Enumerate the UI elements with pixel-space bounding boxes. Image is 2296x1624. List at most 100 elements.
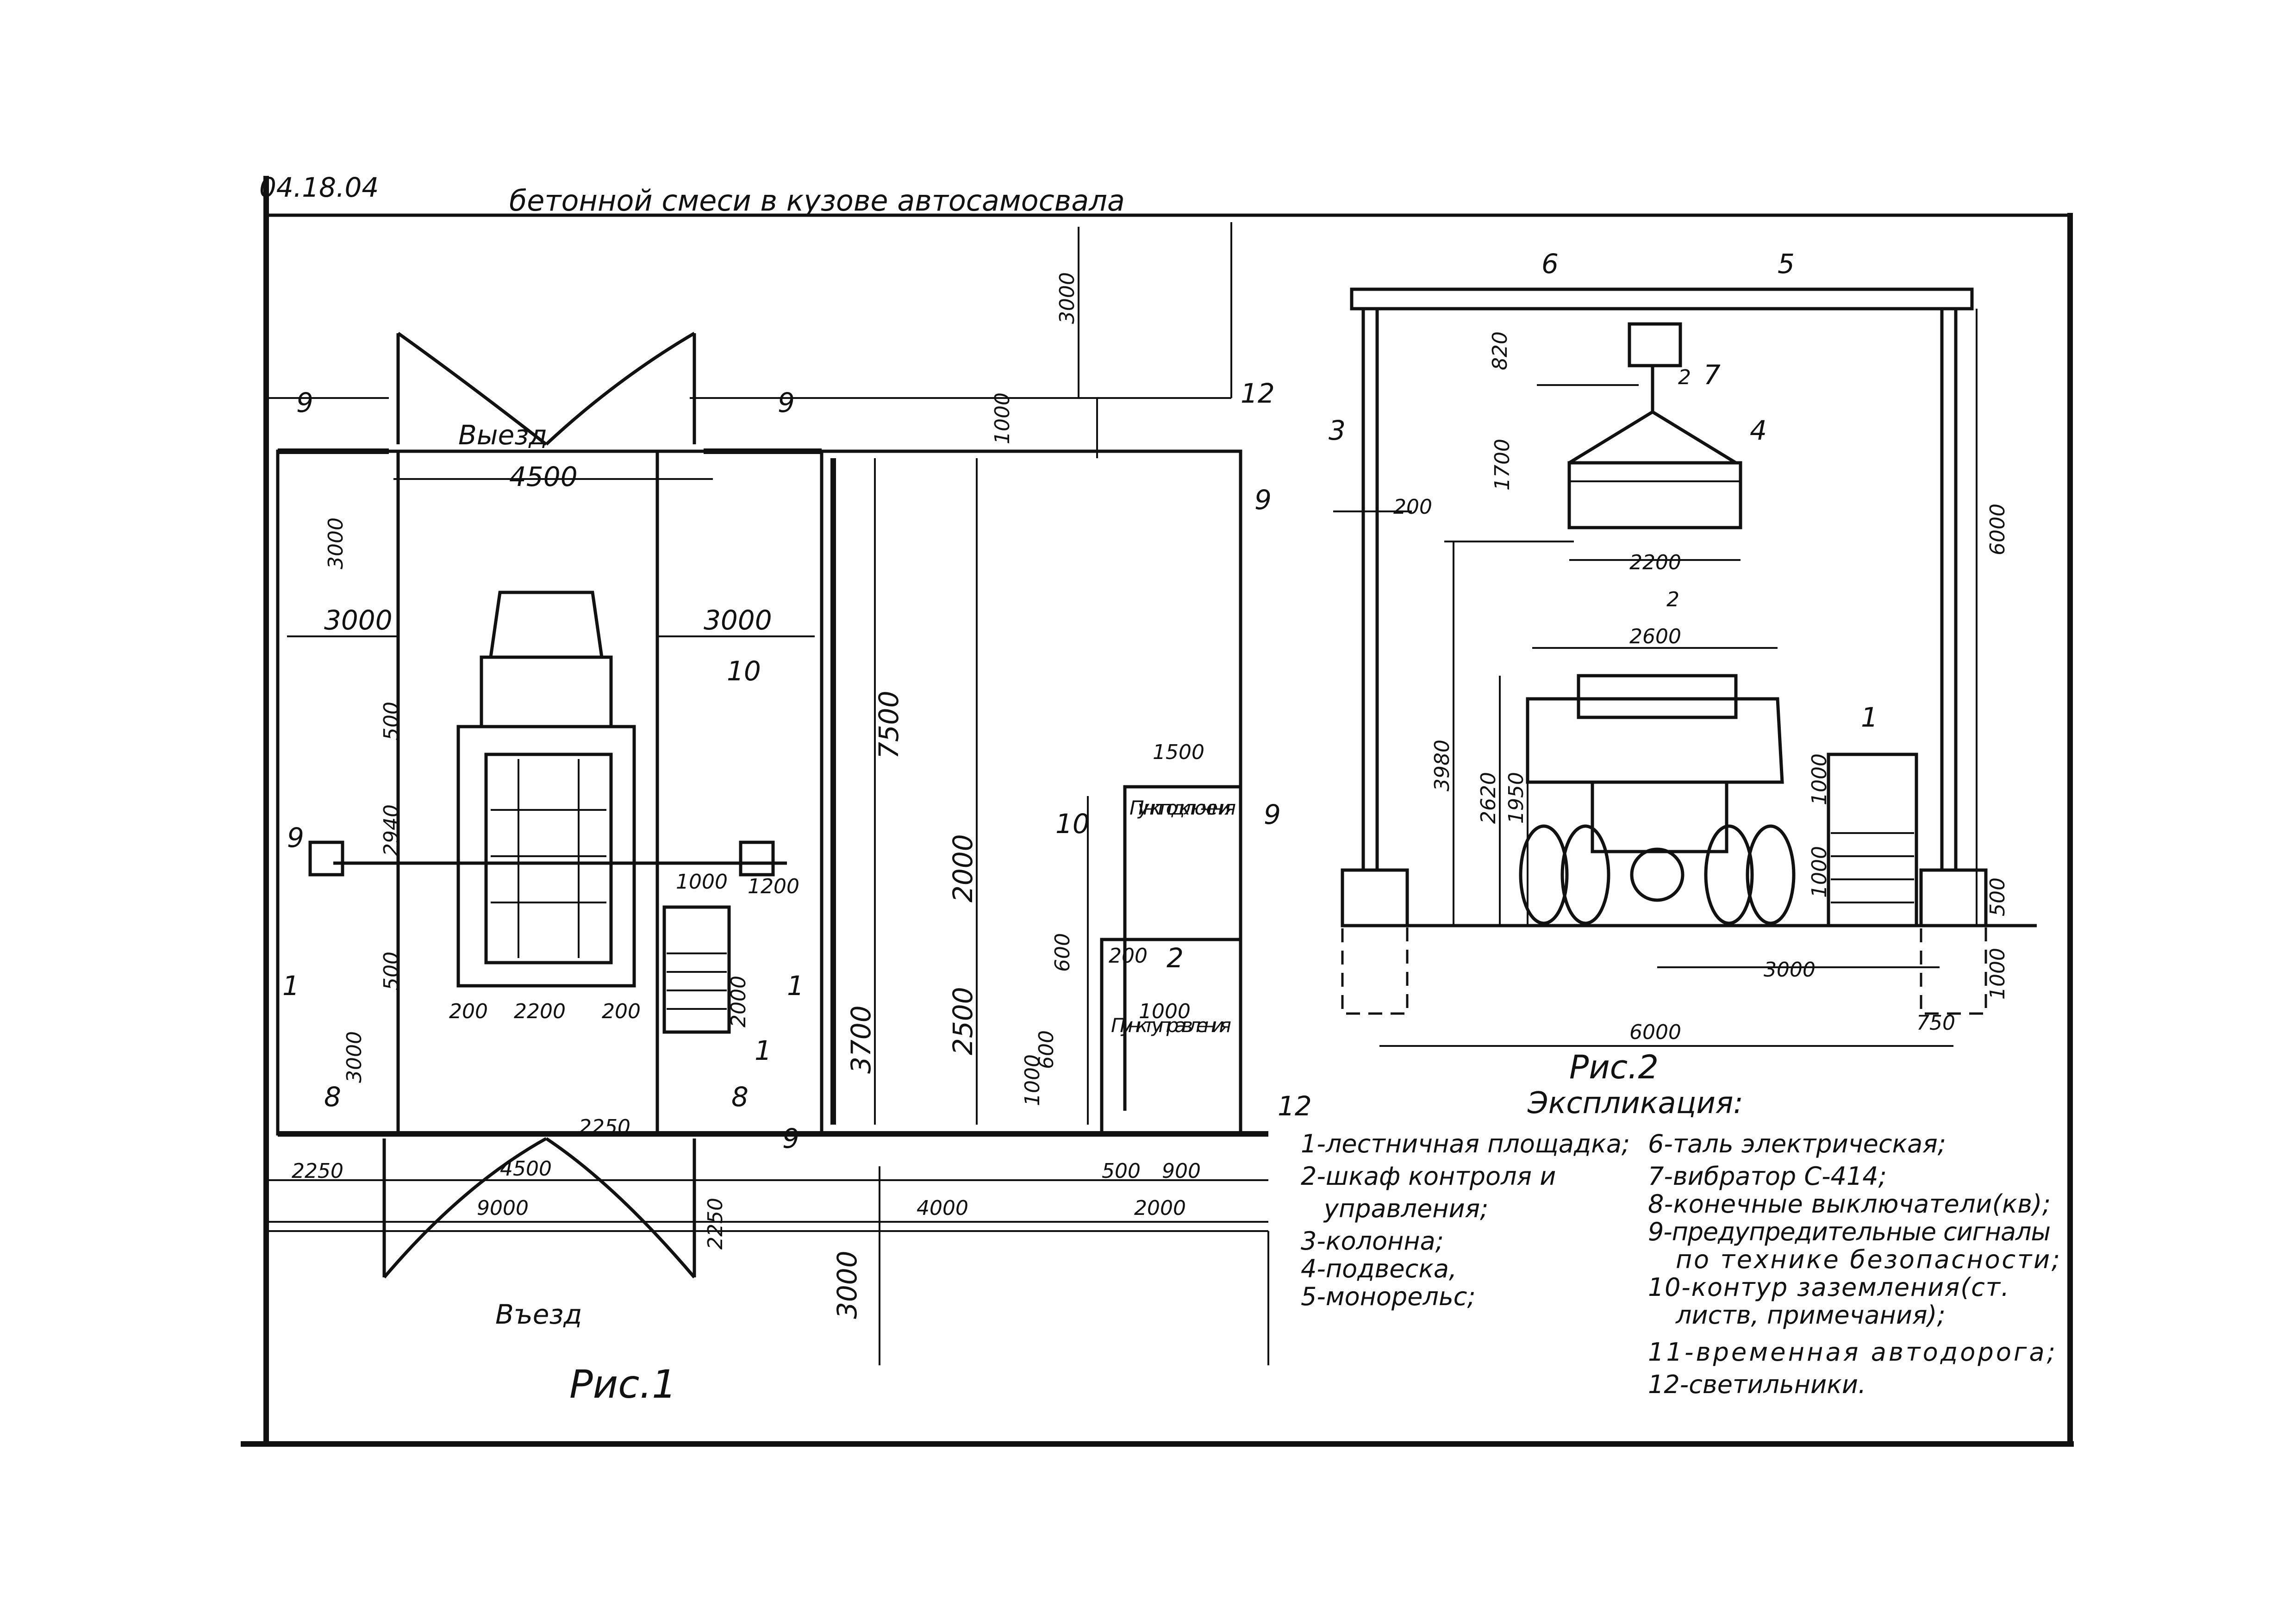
marker-10-b: 10 — [1055, 808, 1090, 840]
legend-item-11: 11-временная автодорога; — [1648, 1338, 2055, 1367]
fig2-dim-lines — [1333, 309, 1978, 1047]
fig2-dim-1700: 1700 — [1491, 439, 1514, 491]
legend-item-2b: управления; — [1323, 1194, 1488, 1223]
fig2-marker-5: 5 — [1778, 248, 1795, 280]
marker-9-b: 9 — [778, 387, 795, 418]
dim-7500: 7500 — [873, 691, 905, 759]
dim-500-a: 500 — [380, 702, 403, 740]
fig2-marker-2: 2 — [1678, 366, 1691, 389]
dim-2500: 2500 — [947, 987, 979, 1055]
legend-item-9b: по технике безопасности; — [1676, 1245, 2060, 1274]
fig2-dim-500: 500 — [1986, 877, 2009, 916]
dim-4500-top: 4500 — [509, 461, 578, 492]
dim-2250-c: 2250 — [704, 1198, 727, 1250]
dim-1500: 1500 — [1153, 740, 1204, 764]
legend-item-8: 8-конечные выключатели(кв); — [1648, 1189, 2051, 1219]
fig2-dim-2620: 2620 — [1477, 772, 1500, 824]
dim-1200: 1200 — [748, 875, 799, 898]
dim-3700: 3700 — [845, 1005, 877, 1074]
fig1-caption: Рис.1 — [569, 1362, 677, 1407]
fig1-dim-lines — [266, 227, 1268, 1365]
dim-3000-bot: 3000 — [831, 1251, 863, 1319]
marker-12-b: 12 — [1278, 1090, 1312, 1122]
dim-2250-b: 2250 — [292, 1159, 343, 1183]
dim-2200: 2200 — [514, 1000, 566, 1023]
fig2-dim-1950: 1950 — [1504, 772, 1528, 824]
road-upper — [268, 222, 1232, 399]
fig2-marker-7: 7 — [1703, 359, 1721, 391]
legend-item-7: 7-вибратор С-414; — [1648, 1162, 1887, 1191]
dim-200-c: 200 — [1109, 944, 1148, 968]
legend-item-12: 12-светильники. — [1648, 1370, 1866, 1399]
legend-item-4: 4-подвеска, — [1301, 1254, 1457, 1283]
marker-12-a: 12 — [1241, 378, 1275, 409]
exit-label: Выезд — [458, 419, 547, 451]
dim-500-b: 500 — [380, 952, 403, 990]
fig2-dim-2600: 2600 — [1629, 625, 1681, 648]
dim-4000: 4000 — [917, 1196, 968, 1220]
fig2-marker-4: 4 — [1750, 415, 1767, 446]
marker-1-a: 1 — [282, 970, 299, 1002]
fig1-plan: 3000 1000 4500 3000 3000 3000 500 2940 5… — [266, 222, 1312, 1407]
dim-3000-bl: 3000 — [343, 1031, 366, 1083]
dim-2940: 2940 — [380, 804, 403, 856]
marker-9-e: 9 — [287, 822, 304, 853]
dim-1000-d: 1000 — [1139, 1000, 1191, 1023]
marker-8-a: 8 — [324, 1081, 341, 1113]
fig2-marker-6: 6 — [1541, 248, 1559, 280]
exit-gate — [396, 331, 696, 446]
fig2-caption: Рис.2 — [1569, 1048, 1659, 1086]
fig2-dim-1000-b: 1000 — [1808, 846, 1831, 898]
drawing-title: бетонной смеси в кузове автосамосвала — [509, 184, 1125, 218]
dim-9000: 9000 — [477, 1196, 529, 1220]
fig2-dim-2200: 2200 — [1629, 551, 1681, 574]
dim-1000-c: 1000 — [1021, 1054, 1044, 1106]
fig2-dim-750: 750 — [1916, 1011, 1955, 1035]
drawing-code: 04.18.04 — [259, 172, 379, 203]
legend-item-6: 6-таль электрическая; — [1648, 1129, 1946, 1158]
point-control-label: Пункт управления — [1111, 1014, 1231, 1037]
entry-gate — [382, 1137, 696, 1279]
marker-9-a: 9 — [296, 387, 313, 418]
dim-3000-left: 3000 — [324, 517, 348, 569]
fig2-dim-3980: 3980 — [1430, 740, 1454, 791]
dump-truck — [1519, 674, 1796, 925]
entry-label: Въезд — [495, 1299, 582, 1330]
dim-900: 900 — [1162, 1159, 1201, 1183]
marker-9-d: 9 — [1264, 799, 1281, 830]
hoist-and-suspension — [1567, 322, 1742, 529]
marker-9-c: 9 — [1254, 484, 1272, 516]
legend-item-9: 9-предупредительные сигналы — [1648, 1217, 2051, 1246]
service-rooms — [1100, 785, 1242, 1136]
fig2-dim-3000: 3000 — [1764, 958, 1816, 982]
legend-title: Экспликация: — [1527, 1086, 1743, 1120]
sheet-frame — [241, 176, 2074, 1447]
fig2-dim-1000-a: 1000 — [1808, 753, 1831, 805]
marker-9-f: 9 — [782, 1123, 799, 1154]
legend-item-10: 10-контур заземления(ст. — [1648, 1273, 2009, 1302]
fig2-marker-3: 3 — [1329, 415, 1346, 446]
frame-structure — [1341, 287, 2037, 1015]
fig2-dim-6000-h: 6000 — [1629, 1020, 1681, 1044]
marker-10-a: 10 — [727, 655, 761, 687]
dim-600-b: 600 — [1035, 1030, 1058, 1069]
legend-item-2: 2-шкаф контроля и — [1301, 1162, 1556, 1191]
legend-item-10b: листв, примечания); — [1675, 1300, 1946, 1330]
legend-item-5: 5-монорельс; — [1301, 1282, 1476, 1311]
header: 04.18.04 бетонной смеси в кузове автосам… — [259, 172, 1125, 218]
legend-item-1: 1-лестничная площадка; — [1301, 1129, 1630, 1158]
dim-2000-b: 2000 — [1134, 1196, 1186, 1220]
fig2-stair — [1827, 753, 1918, 927]
marker-1-b: 1 — [787, 970, 804, 1002]
dim-2000-stair: 2000 — [727, 976, 750, 1027]
fig2-dim-6000-v: 6000 — [1986, 504, 2009, 555]
dim-200-b: 200 — [602, 1000, 641, 1023]
dim-2000-room: 2000 — [947, 834, 979, 902]
truck-in-bay — [308, 591, 787, 988]
dim-1000-top: 1000 — [991, 392, 1014, 444]
dim-600-a: 600 — [1051, 933, 1074, 972]
point-connect-label: Пункт подклю-чения — [1129, 796, 1236, 819]
fig2-marker-1: 1 — [1861, 702, 1878, 733]
stair-platform — [662, 905, 731, 1034]
